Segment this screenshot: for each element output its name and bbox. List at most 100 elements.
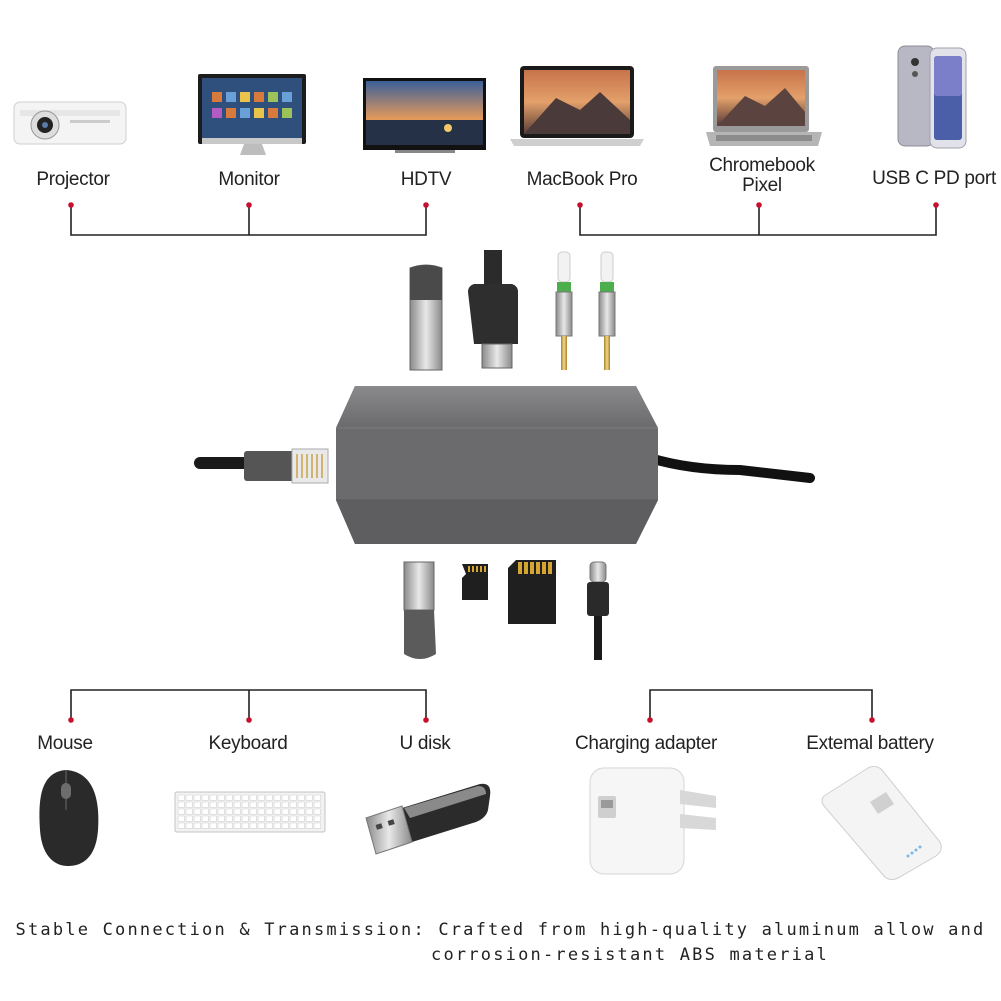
keyboard-key: [313, 801, 321, 808]
keyboard-key: [313, 794, 321, 801]
keyboard-key: [289, 808, 297, 815]
keyboard-key: [297, 822, 305, 829]
hdtv-icon: [363, 78, 486, 153]
keyboard-key: [273, 794, 281, 801]
device-label-u-disk: U disk: [399, 733, 451, 754]
keyboard-key: [209, 794, 217, 801]
chromebook-icon: [706, 66, 822, 146]
keyboard-key: [185, 815, 193, 822]
device-label-usb-c-pd-port: USB C PD port: [872, 168, 996, 189]
keyboard-key: [257, 822, 265, 829]
device-label-keyboard: Keyboard: [208, 733, 288, 754]
keyboard-key: [201, 815, 209, 822]
keyboard-key: [305, 822, 313, 829]
keyboard-key: [177, 808, 185, 815]
keyboard-key: [177, 801, 185, 808]
keyboard-key: [225, 808, 233, 815]
device-label-external-battery: Extemal battery: [806, 733, 934, 754]
phone-icon: [897, 45, 967, 149]
keyboard-key: [241, 808, 249, 815]
keyboard-key: [177, 815, 185, 822]
keyboard-key: [265, 794, 273, 801]
device-label-mouse: Mouse: [37, 733, 93, 754]
keyboard-key: [289, 815, 297, 822]
mouse-icon: [39, 770, 99, 866]
keyboard-key: [297, 801, 305, 808]
keyboard-key: [305, 794, 313, 801]
keyboard-key: [209, 801, 217, 808]
keyboard-key: [241, 794, 249, 801]
keyboard-key: [185, 801, 193, 808]
keyboard-key: [265, 815, 273, 822]
connector-lines-top-left: [70, 205, 427, 236]
keyboard-key: [209, 822, 217, 829]
device-label-projector: Projector: [36, 169, 110, 190]
keyboard-key: [249, 822, 257, 829]
keyboard-key: [177, 794, 185, 801]
keyboard-key: [281, 801, 289, 808]
keyboard-key: [241, 822, 249, 829]
keyboard-key: [217, 822, 225, 829]
keyboard-key: [289, 822, 297, 829]
hdmi-plug-icon: [468, 250, 518, 369]
keyboard-key: [217, 801, 225, 808]
keyboard-key: [257, 794, 265, 801]
keyboard-key: [281, 808, 289, 815]
keyboard-key: [281, 794, 289, 801]
device-label-macbook-pro: MacBook Pro: [526, 169, 638, 190]
connector-dots-top: [68, 202, 939, 208]
keyboard-key: [241, 801, 249, 808]
sd-card-icon: [508, 560, 556, 624]
keyboard-key: [233, 794, 241, 801]
device-label-chromebook: Chromebook: [709, 155, 815, 176]
keyboard-key: [193, 822, 201, 829]
keyboard-key: [225, 822, 233, 829]
keyboard-key: [305, 815, 313, 822]
keyboard-key: [313, 822, 321, 829]
device-label-charging-adapter: Charging adapter: [574, 733, 718, 754]
power-bank-icon: [821, 765, 942, 881]
keyboard-key: [177, 822, 185, 829]
keyboard-key: [217, 808, 225, 815]
keyboard-key: [201, 794, 209, 801]
usb-a-plug-icon-bottom: [403, 561, 436, 659]
keyboard-key: [217, 794, 225, 801]
keyboard-key: [225, 801, 233, 808]
keyboard-key: [193, 808, 201, 815]
keyboard-key: [249, 794, 257, 801]
keyboard-key: [265, 808, 273, 815]
keyboard-key: [305, 808, 313, 815]
keyboard-key: [225, 794, 233, 801]
audio-plug-icon-1: [555, 251, 573, 370]
keyboard-key: [273, 808, 281, 815]
keyboard-key: [281, 815, 289, 822]
usb-c-plug-icon: [587, 561, 609, 660]
macbook-icon: [510, 66, 644, 146]
usb-a-plug-icon: [409, 264, 443, 371]
keyboard-key: [201, 808, 209, 815]
keyboard-key: [193, 801, 201, 808]
micro-sd-card-icon: [462, 564, 488, 600]
keyboard-key: [193, 794, 201, 801]
keyboard-key: [209, 808, 217, 815]
keyboard-key: [273, 822, 281, 829]
keyboard-key: [201, 801, 209, 808]
keyboard-key: [185, 808, 193, 815]
device-label-hdtv: HDTV: [400, 169, 452, 190]
device-label-monitor: Monitor: [218, 169, 280, 190]
keyboard-key: [233, 815, 241, 822]
keyboard-key: [297, 815, 305, 822]
keyboard-key: [217, 815, 225, 822]
caption-line-1: Stable Connection & Transmission: Crafte…: [15, 920, 986, 940]
keyboard-key: [209, 815, 217, 822]
keyboard-key: [185, 822, 193, 829]
audio-plug-icon-2: [598, 251, 616, 370]
keyboard-key: [257, 801, 265, 808]
keyboard-key: [289, 801, 297, 808]
usb-drive-icon: [365, 783, 491, 855]
keyboard-key: [281, 822, 289, 829]
usb-c-cable-icon: [645, 453, 815, 483]
keyboard-key: [257, 808, 265, 815]
keyboard-key: [233, 801, 241, 808]
